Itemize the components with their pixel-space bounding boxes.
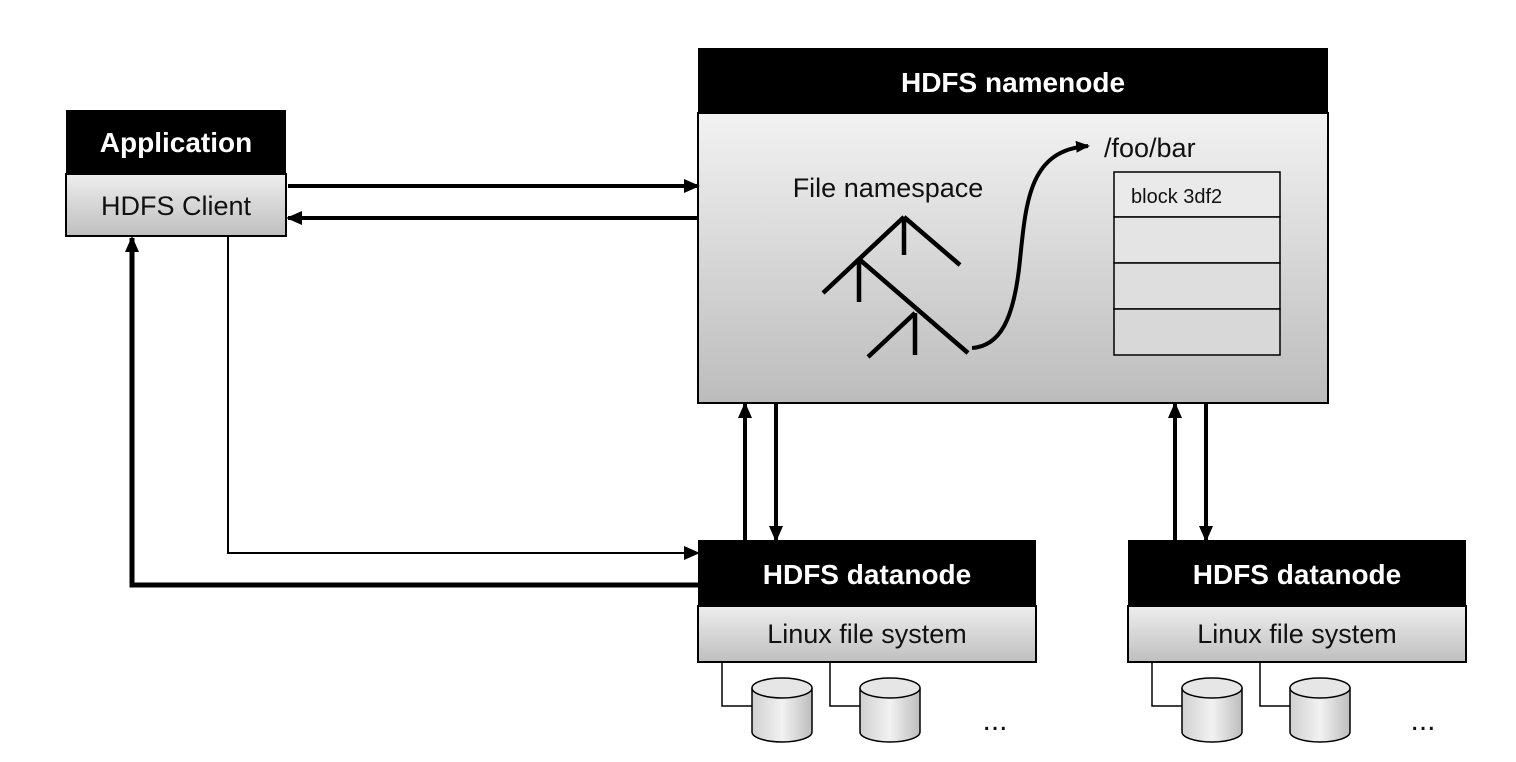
datanode-header [698, 540, 1036, 606]
file-path-label: /foo/bar [1104, 133, 1196, 163]
linux-fs-label: Linux file system [767, 619, 967, 649]
application-header [66, 110, 286, 174]
disk-icon [751, 677, 813, 743]
application-box: Application HDFS Client [65, 110, 287, 237]
namenode-box: HDFS namenode File namespace /foo/bar bl… [697, 48, 1329, 404]
more-disks-ellipsis: ... [1410, 704, 1435, 737]
block-row [1113, 216, 1281, 264]
linux-fs-label: Linux file system [1197, 619, 1397, 649]
linux-fs-bar [697, 605, 1037, 663]
block-row [1113, 171, 1281, 218]
connector-arrows [125, 179, 1213, 588]
block-list: block 3df2 [1113, 171, 1281, 356]
disk-icon [1181, 677, 1243, 743]
datanode-title: HDFS datanode [763, 559, 971, 590]
datanode-header [1128, 540, 1466, 606]
file-namespace-label: File namespace [793, 173, 984, 203]
datanode-to-application-arrow [125, 236, 698, 588]
block-row [1113, 262, 1281, 310]
block-row-label: block 3df2 [1131, 186, 1222, 208]
hdfs-client-label: HDFS Client [101, 191, 252, 221]
linux-fs-bar [1127, 605, 1467, 663]
namespace-to-file-curve [971, 140, 1090, 350]
hdfs-client-bar [65, 173, 287, 237]
datanode-title: HDFS datanode [1193, 559, 1401, 590]
datanode-box: HDFS datanode Linux file system [1127, 540, 1467, 663]
datanode-box: HDFS datanode Linux file system [697, 540, 1037, 663]
disk-icon [1289, 677, 1351, 743]
namenode-header [698, 48, 1328, 113]
block-row [1113, 308, 1281, 356]
namenode-title: HDFS namenode [901, 67, 1125, 98]
more-disks-ellipsis: ... [982, 704, 1007, 737]
client-to-datanode-arrow [227, 236, 700, 560]
disk-group [721, 662, 1290, 707]
disk-icon [859, 677, 921, 743]
application-title: Application [100, 127, 252, 158]
namespace-tree-icon [821, 215, 970, 359]
